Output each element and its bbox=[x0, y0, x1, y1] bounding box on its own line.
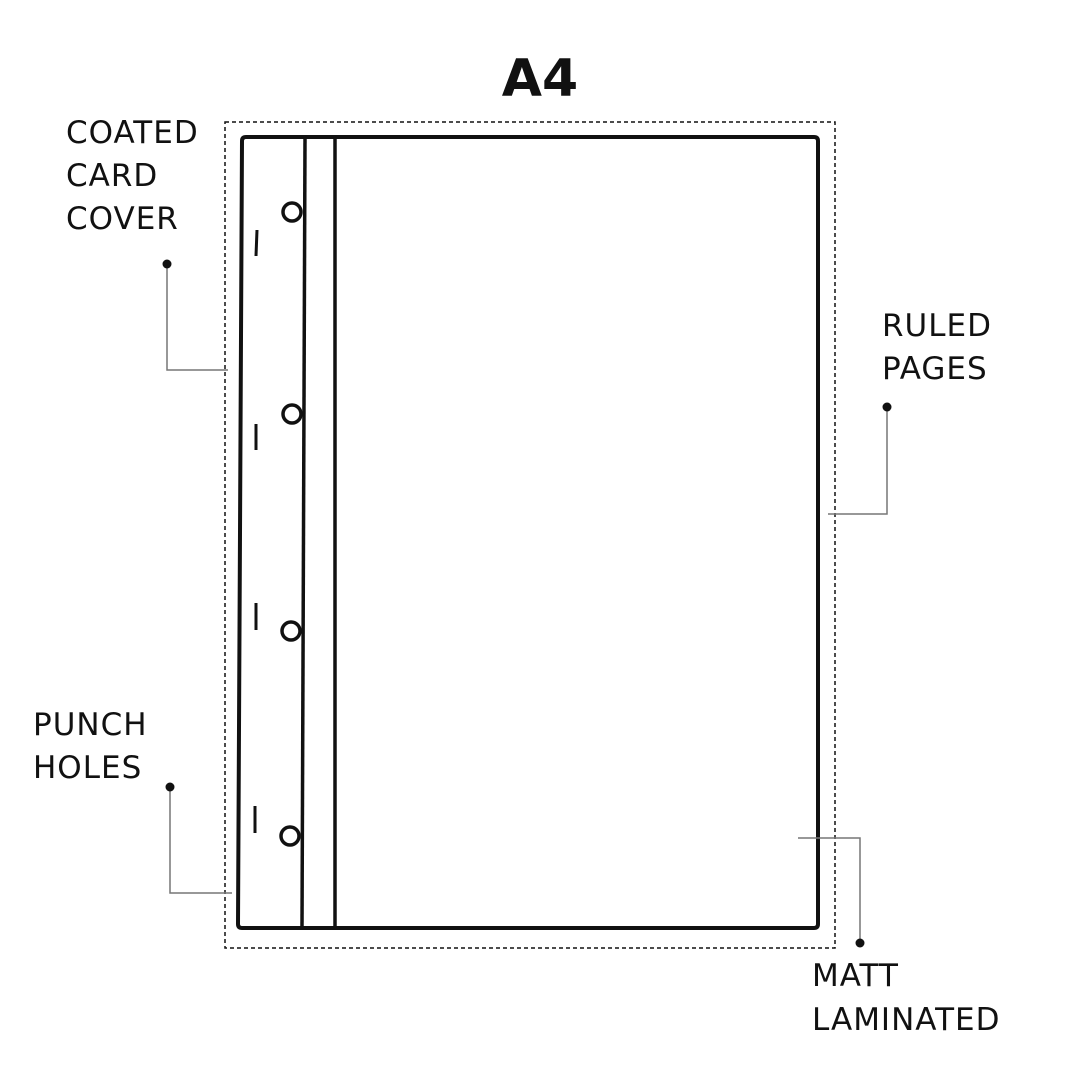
leader-coated-card-cover bbox=[166, 264, 228, 371]
punch-hole-icon bbox=[281, 403, 303, 425]
label-line: COVER bbox=[66, 201, 179, 237]
label-line: CARD bbox=[66, 158, 158, 194]
crease-mark bbox=[254, 229, 259, 257]
label-ruled-pages: RULED PAGES bbox=[882, 308, 992, 387]
label-line: PUNCH bbox=[33, 707, 148, 743]
label-line: LAMINATED bbox=[812, 1002, 1000, 1038]
crease-marks bbox=[253, 229, 259, 833]
dot-icon bbox=[855, 938, 865, 948]
spine-line-1 bbox=[300, 138, 307, 928]
punch-hole-icon bbox=[281, 201, 303, 223]
punch-hole-icon bbox=[280, 620, 302, 642]
punch-holes bbox=[279, 201, 303, 847]
label-punch-holes: PUNCH HOLES bbox=[33, 707, 148, 786]
label-matt-laminated: MATT LAMINATED bbox=[812, 958, 1000, 1038]
punch-hole-icon bbox=[279, 825, 301, 847]
folder-outline bbox=[236, 135, 820, 930]
leader-lines bbox=[166, 264, 888, 943]
label-line: COATED bbox=[66, 115, 199, 151]
leader-ruled-pages bbox=[828, 407, 888, 515]
leader-punch-holes bbox=[169, 787, 232, 894]
label-line: HOLES bbox=[33, 750, 142, 786]
dot-icon bbox=[882, 402, 892, 412]
leader-dots bbox=[162, 259, 892, 948]
label-line: RULED bbox=[882, 308, 992, 344]
leader-matt-laminated bbox=[798, 837, 861, 943]
label-line: MATT bbox=[812, 958, 899, 994]
label-line: PAGES bbox=[882, 351, 988, 387]
dot-icon bbox=[162, 259, 172, 269]
diagram-title: A4 bbox=[502, 49, 578, 109]
dot-icon bbox=[165, 782, 175, 792]
a4-size-boundary bbox=[224, 121, 836, 949]
label-coated-card-cover: COATED CARD COVER bbox=[66, 115, 199, 237]
